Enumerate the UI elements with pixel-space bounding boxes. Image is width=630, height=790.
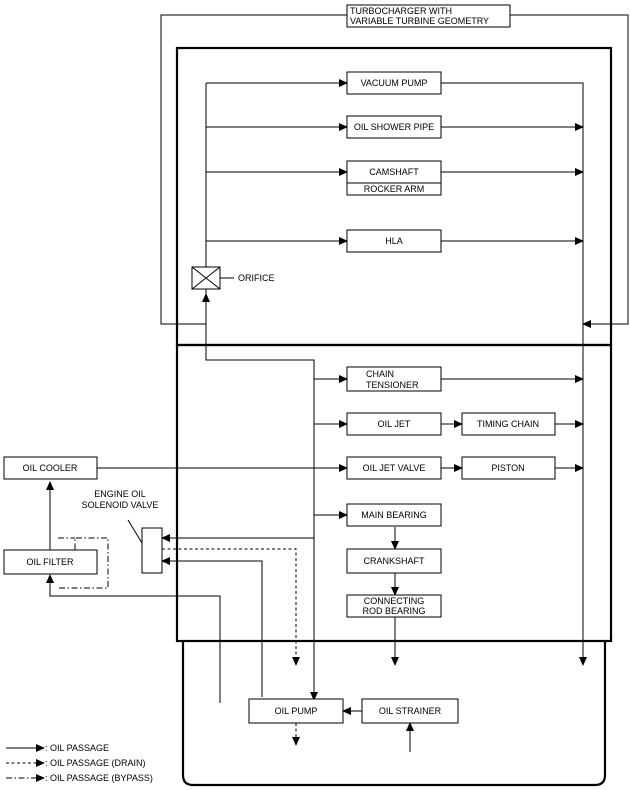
oil-cooler-box: OIL COOLER <box>3 456 98 480</box>
main-bearing-label: MAIN BEARING <box>361 510 427 520</box>
orifice-label: ORIFICE <box>238 273 275 283</box>
rocker-arm-label: ROCKER ARM <box>364 184 425 194</box>
pump-to-filter <box>46 574 221 703</box>
turbo-feed-line <box>160 14 347 325</box>
piston-label: PISTON <box>491 463 524 473</box>
cylinder-block-outline <box>175 343 613 643</box>
oil-pan-outline <box>181 641 607 787</box>
camshaft-label: CAMSHAFT <box>369 167 419 177</box>
solenoid-leader <box>127 519 143 544</box>
conrod-bearing-box: CONNECTING ROD BEARING <box>346 594 442 618</box>
oil-jet-box: OIL JET <box>346 412 442 436</box>
chain-tensioner-label-1: CHAIN <box>366 369 394 379</box>
turbo-return-line <box>510 14 629 328</box>
solenoid-label-2: SOLENOID VALVE <box>82 500 159 510</box>
oil-jet-valve-box: OIL JET VALVE <box>346 456 442 480</box>
oil-filter-label: OIL FILTER <box>26 557 74 567</box>
oil-shower-pipe-label: OIL SHOWER PIPE <box>354 122 434 132</box>
legend: : OIL PASSAGE : OIL PASSAGE (DRAIN) : OI… <box>6 743 153 783</box>
oil-shower-pipe-box: OIL SHOWER PIPE <box>346 115 442 139</box>
chain-tensioner-box: CHAIN TENSIONER <box>346 366 442 392</box>
oil-pump-box: OIL PUMP <box>248 698 344 724</box>
oil-cooler-label: OIL COOLER <box>23 463 78 473</box>
camshaft-box: CAMSHAFT ROCKER ARM <box>346 160 442 196</box>
crankshaft-label: CRANKSHAFT <box>363 556 425 566</box>
hla-box: HLA <box>346 229 442 253</box>
turbocharger-label-1: TURBOCHARGER WITH <box>350 6 452 16</box>
main-bearing-box: MAIN BEARING <box>346 503 442 527</box>
orifice-symbol: ORIFICE <box>191 266 275 290</box>
block-gallery <box>205 297 318 701</box>
oil-strainer-box: OIL STRAINER <box>361 698 459 724</box>
oil-pump-label: OIL PUMP <box>275 706 318 716</box>
oil-jet-valve-label: OIL JET VALVE <box>363 463 426 473</box>
conrod-label-2: ROD BEARING <box>362 606 425 616</box>
solenoid-valve-body <box>141 527 163 574</box>
conrod-label-1: CONNECTING <box>364 596 425 606</box>
turbocharger-label-2: VARIABLE TURBINE GEOMETRY <box>350 16 489 26</box>
turbocharger-box: TURBOCHARGER WITH VARIABLE TURBINE GEOME… <box>346 4 511 28</box>
oil-strainer-label: OIL STRAINER <box>379 706 442 716</box>
vacuum-pump-label: VACUUM PUMP <box>361 78 428 88</box>
solenoid-drain <box>162 548 300 666</box>
legend-drain: : OIL PASSAGE (DRAIN) <box>45 758 146 768</box>
filter-bypass <box>58 537 109 589</box>
legend-bypass: : OIL PASSAGE (BYPASS) <box>45 773 153 783</box>
vacuum-pump-box: VACUUM PUMP <box>346 71 442 95</box>
piston-box: PISTON <box>461 456 556 480</box>
timing-chain-label: TIMING CHAIN <box>477 419 539 429</box>
crankshaft-box: CRANKSHAFT <box>346 548 442 574</box>
right-return-line <box>441 82 587 666</box>
pump-to-solenoid <box>161 557 263 697</box>
legend-oil-passage: : OIL PASSAGE <box>45 743 109 753</box>
hla-label: HLA <box>385 236 403 246</box>
oil-filter-box: OIL FILTER <box>3 549 98 575</box>
solenoid-label-1: ENGINE OIL <box>94 489 146 499</box>
chain-tensioner-label-2: TENSIONER <box>366 380 419 390</box>
timing-chain-box: TIMING CHAIN <box>461 412 556 436</box>
oil-jet-label: OIL JET <box>378 419 411 429</box>
